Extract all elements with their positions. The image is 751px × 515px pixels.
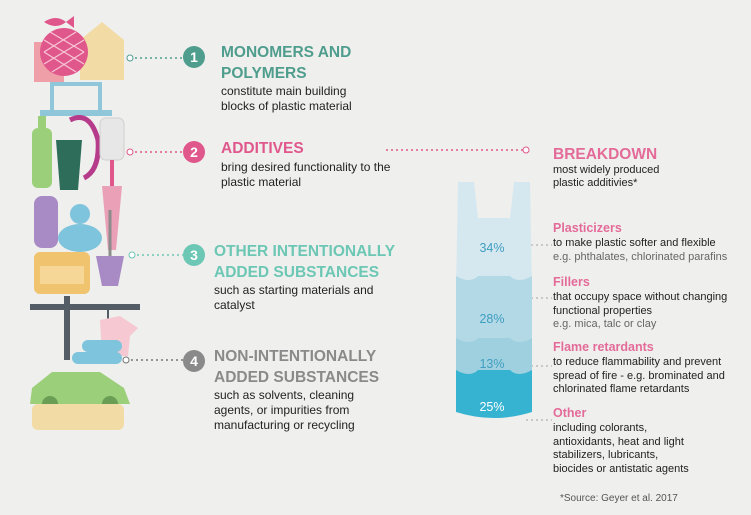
tube-icon bbox=[68, 115, 101, 181]
fish-icon bbox=[44, 16, 74, 28]
source-note: *Source: Geyer et al. 2017 bbox=[560, 493, 678, 504]
fillers-bag bbox=[456, 276, 532, 356]
pipes-icon bbox=[82, 340, 122, 352]
section-2-number: 2 bbox=[183, 141, 205, 163]
breakdown-title: BREAKDOWN bbox=[553, 146, 658, 163]
other-bag bbox=[456, 370, 532, 418]
section-3-number: 3 bbox=[183, 244, 205, 266]
section-1-description: constitute main building blocks of plast… bbox=[221, 84, 352, 113]
section-1-number: 1 bbox=[183, 46, 205, 68]
section-2-description: bring desired functionality to the plast… bbox=[221, 160, 391, 189]
other-description: including colorants, antioxidants, heat … bbox=[553, 422, 689, 475]
crane-icon bbox=[30, 304, 140, 310]
fillers-title: Fillers bbox=[553, 275, 590, 289]
section-3-description: such as starting materials and catalyst bbox=[214, 283, 374, 312]
boat-icon bbox=[32, 404, 124, 430]
baby-bottle-icon bbox=[34, 196, 58, 248]
cup-icon bbox=[56, 140, 82, 190]
bottle-icon bbox=[32, 128, 52, 188]
lamp-icon bbox=[96, 256, 124, 286]
house-icon bbox=[80, 22, 124, 80]
fillers-description: that occupy space without changing funct… bbox=[553, 291, 728, 330]
section-3-title: OTHER INTENTIONALLY ADDED SUBSTANCES bbox=[214, 243, 396, 281]
car-icon bbox=[30, 372, 130, 404]
slipper-icon bbox=[102, 186, 122, 250]
section-2-title: ADDITIVES bbox=[221, 140, 304, 157]
flame-retardants-percent: 13% bbox=[479, 357, 505, 371]
duck-icon bbox=[70, 204, 90, 224]
section-4-description: such as solvents, cleaning agents, or im… bbox=[214, 388, 355, 432]
fillers-percent: 28% bbox=[479, 312, 505, 326]
flame-retardants-title: Flame retardants bbox=[553, 340, 654, 354]
plasticizers-description: to make plastic softer and flexible e.g.… bbox=[553, 237, 728, 263]
section-4-title: NON-INTENTIONALLY ADDED SUBSTANCES bbox=[214, 348, 380, 386]
other-percent: 25% bbox=[479, 400, 505, 414]
plastic-objects-illustration bbox=[30, 16, 140, 430]
plasticizers-percent: 34% bbox=[479, 241, 505, 255]
plasticizers-title: Plasticizers bbox=[553, 221, 622, 235]
plasticizers-bag bbox=[456, 182, 532, 294]
section-1-title: MONOMERS AND POLYMERS bbox=[221, 44, 352, 82]
flame-retardants-description: to reduce flammability and prevent sprea… bbox=[553, 356, 725, 395]
breakdown-subtitle: most widely produced plastic additivies* bbox=[553, 164, 660, 189]
other-title: Other bbox=[553, 406, 587, 420]
section-4-number: 4 bbox=[183, 350, 205, 372]
stacked-bags-graphic bbox=[456, 182, 532, 418]
